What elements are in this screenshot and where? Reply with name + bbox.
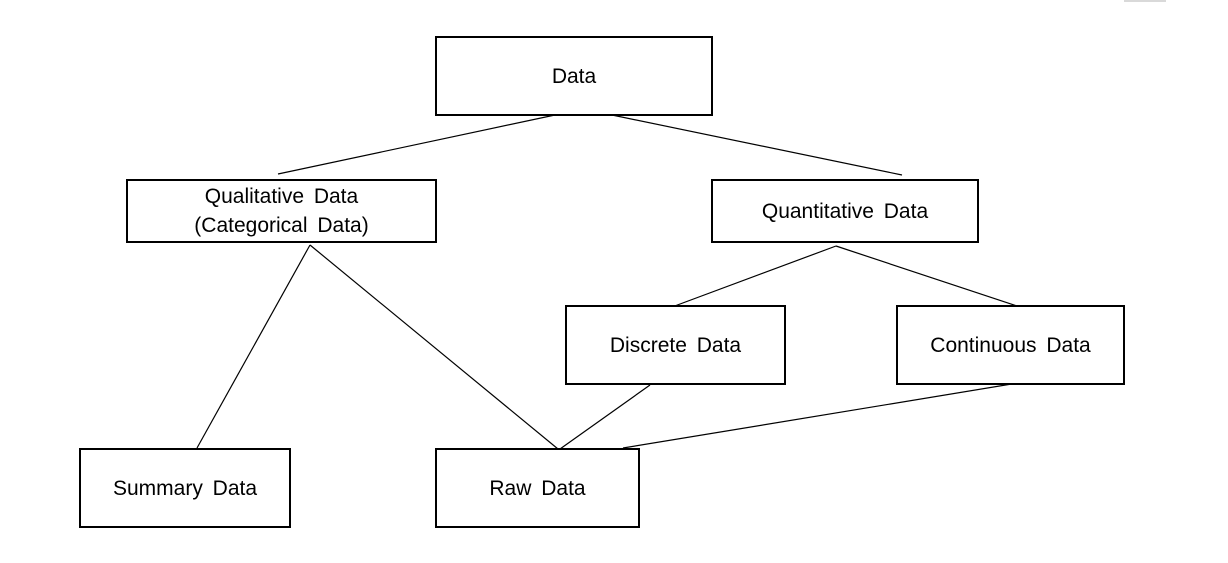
node-data: Data	[435, 36, 713, 116]
node-raw-data: Raw Data	[435, 448, 640, 528]
node-summary-data-label: Summary Data	[112, 476, 258, 500]
node-qualitative-data: Qualitative Data (Categorical Data)	[126, 179, 437, 243]
node-raw-data-label: Raw Data	[489, 476, 586, 500]
edge-quantitative-continuous	[835, 245, 1021, 308]
edge-data-quantitative	[611, 114, 903, 176]
node-quantitative-data: Quantitative Data	[711, 179, 979, 243]
edge-quantitative-discrete	[671, 245, 837, 308]
node-discrete-data: Discrete Data	[565, 305, 786, 385]
node-qualitative-data-label: Qualitative Data	[204, 185, 359, 208]
node-data-label: Data	[551, 64, 597, 88]
node-summary-data: Summary Data	[79, 448, 291, 528]
corner-line-mark	[1124, 0, 1166, 2]
edge-qualitative-raw	[309, 244, 559, 450]
node-discrete-data-label: Discrete Data	[609, 333, 742, 357]
edge-continuous-raw	[622, 382, 1019, 449]
edge-discrete-raw	[559, 384, 651, 450]
edge-qualitative-summary	[196, 244, 311, 449]
node-quantitative-data-label: Quantitative Data	[761, 199, 929, 223]
node-qualitative-data-sublabel: (Categorical Data)	[194, 214, 369, 237]
edge-data-qualitative	[277, 114, 556, 175]
node-continuous-data: Continuous Data	[896, 305, 1125, 385]
node-continuous-data-label: Continuous Data	[930, 333, 1091, 357]
